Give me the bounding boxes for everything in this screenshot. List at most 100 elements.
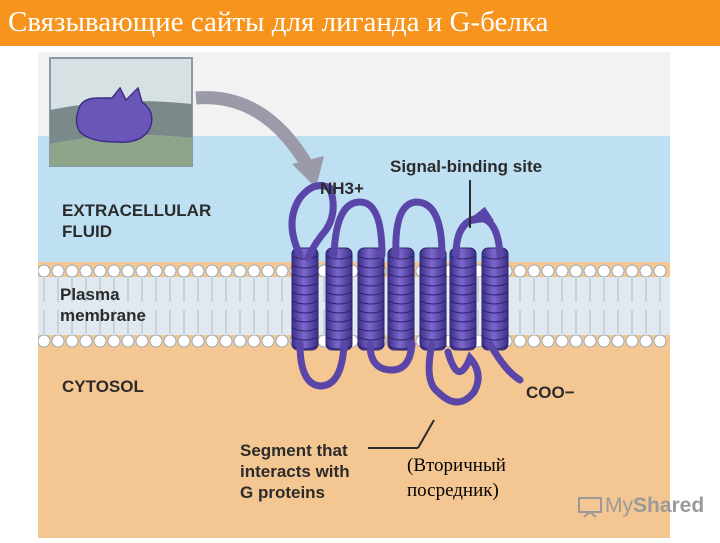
lipid-head bbox=[79, 334, 93, 348]
helix-turn bbox=[325, 336, 353, 341]
second-messenger-note-line2: посредник) bbox=[407, 480, 499, 501]
helix-turn bbox=[481, 264, 509, 269]
lipid-head bbox=[261, 264, 275, 278]
second-messenger-note: (Вторичный посредник) bbox=[407, 453, 506, 503]
helix-turn bbox=[481, 282, 509, 287]
helix-turn bbox=[357, 282, 385, 287]
lipid-head bbox=[121, 334, 135, 348]
receptor-loops bbox=[288, 182, 524, 406]
helix-turn bbox=[357, 336, 385, 341]
transmembrane-helix bbox=[357, 247, 385, 351]
helix-turn bbox=[291, 300, 319, 305]
lipid-head bbox=[513, 264, 527, 278]
lipid-head bbox=[135, 264, 149, 278]
lipid-tails-region bbox=[38, 277, 670, 335]
helix-turn bbox=[291, 291, 319, 296]
plasma-membrane-label-line2: membrane bbox=[60, 306, 146, 325]
helix-turn bbox=[449, 282, 477, 287]
helix-turn bbox=[449, 291, 477, 296]
helix-turn bbox=[387, 327, 415, 332]
helix-turn bbox=[325, 255, 353, 260]
diagram-artwork bbox=[37, 52, 670, 538]
lipid-head bbox=[93, 264, 107, 278]
helix-turn bbox=[291, 273, 319, 278]
helix-turn bbox=[291, 318, 319, 323]
helix-turn bbox=[481, 318, 509, 323]
lipid-head bbox=[583, 264, 597, 278]
helix-turn bbox=[291, 309, 319, 314]
lipid-head bbox=[247, 334, 261, 348]
helix-turn bbox=[387, 264, 415, 269]
helix-turn bbox=[387, 273, 415, 278]
lipid-head bbox=[191, 264, 205, 278]
lipid-head bbox=[597, 334, 611, 348]
watermark-text: MyShared bbox=[605, 494, 704, 518]
lipid-head bbox=[569, 334, 583, 348]
extracellular-label-line1: EXTRACELLULAR bbox=[62, 201, 212, 220]
helix-turn bbox=[449, 264, 477, 269]
lipid-head bbox=[65, 334, 79, 348]
g-protein-segment-label-line1: Segment that bbox=[240, 441, 348, 460]
lipid-head bbox=[37, 264, 51, 278]
helix-turn bbox=[325, 309, 353, 314]
plasma-membrane-label-line1: Plasma bbox=[60, 285, 120, 304]
extracellular-label: EXTRACELLULAR FLUID bbox=[62, 200, 211, 242]
lipid-head bbox=[205, 334, 219, 348]
helix-turn bbox=[291, 345, 319, 350]
helix-turn bbox=[291, 336, 319, 341]
lipid-head bbox=[275, 334, 289, 348]
lipid-head bbox=[219, 334, 233, 348]
lipid-head bbox=[51, 264, 65, 278]
signal-binding-site-label: Signal-binding site bbox=[390, 157, 543, 176]
helix-turn bbox=[357, 273, 385, 278]
lipid-head bbox=[261, 334, 275, 348]
lipid-head bbox=[205, 264, 219, 278]
helix-turn bbox=[481, 336, 509, 341]
helix-turn bbox=[387, 318, 415, 323]
helix-turn bbox=[481, 309, 509, 314]
lipid-head bbox=[121, 264, 135, 278]
helix-turn bbox=[419, 264, 447, 269]
helix-turn bbox=[419, 309, 447, 314]
gpcr-diagram: EXTRACELLULAR FLUID Plasma membrane CYTO… bbox=[37, 52, 670, 538]
helix-turn bbox=[419, 318, 447, 323]
helix-turn bbox=[325, 264, 353, 269]
helix-turn bbox=[387, 309, 415, 314]
helix-turn bbox=[387, 300, 415, 305]
lipid-head bbox=[65, 264, 79, 278]
lipid-head bbox=[93, 334, 107, 348]
helix-turn bbox=[419, 282, 447, 287]
lipid-head bbox=[37, 334, 51, 348]
extracellular-label-line2: FLUID bbox=[62, 222, 113, 241]
helix-turn bbox=[449, 336, 477, 341]
helix-turn bbox=[357, 309, 385, 314]
helix-turn bbox=[419, 291, 447, 296]
helix-turn bbox=[325, 327, 353, 332]
helix-turn bbox=[481, 255, 509, 260]
lipid-head bbox=[639, 264, 653, 278]
helix-turn bbox=[357, 318, 385, 323]
lipid-head bbox=[247, 264, 261, 278]
lipid-head bbox=[149, 264, 163, 278]
transmembrane-helix bbox=[481, 247, 509, 351]
lipid-head bbox=[569, 264, 583, 278]
helix-turn bbox=[449, 327, 477, 332]
helix-turn bbox=[325, 291, 353, 296]
lipid-head bbox=[527, 264, 541, 278]
helix-turn bbox=[357, 327, 385, 332]
transmembrane-helix bbox=[387, 247, 415, 351]
lipid-head bbox=[163, 334, 177, 348]
g-protein-segment-label: Segment that interacts with G proteins bbox=[240, 440, 350, 503]
helix-turn bbox=[357, 291, 385, 296]
slide-title-bar: Связывающие сайты для лиганда и G-белка bbox=[0, 0, 720, 46]
plasma-membrane-label: Plasma membrane bbox=[60, 284, 146, 326]
lipid-head bbox=[611, 334, 625, 348]
ligand-inset bbox=[49, 57, 193, 167]
transmembrane-helix bbox=[325, 247, 353, 351]
transmembrane-helix bbox=[419, 247, 447, 351]
lipid-head bbox=[555, 264, 569, 278]
g-protein-segment-label-line2: interacts with bbox=[240, 462, 350, 481]
lipid-head bbox=[639, 334, 653, 348]
helix-turn bbox=[419, 327, 447, 332]
helix-turn bbox=[387, 255, 415, 260]
